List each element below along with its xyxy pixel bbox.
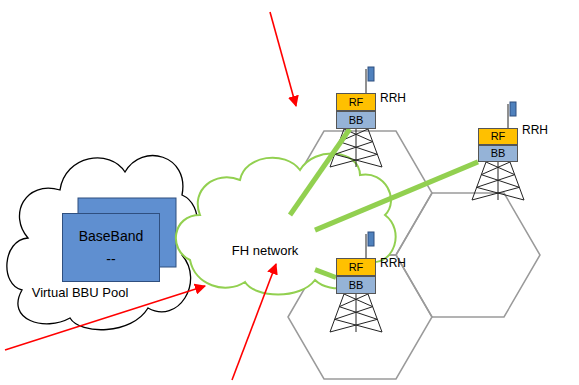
bb-box: BB [478,145,518,162]
fh-cloud [176,154,396,295]
tower-strut [330,294,344,332]
network-cloud: FH network [215,215,315,287]
tower-lattice [330,67,524,332]
cloud-region: Virtual BBU Pool BaseBand -- [10,145,200,315]
node-text: BB [349,279,364,292]
tower-strut [330,154,377,167]
tower-strut [339,142,377,155]
node-text: RF [349,96,364,109]
bb-box: BB [336,276,376,294]
node-text: Virtual BBU Pool [32,286,129,301]
tower-strut [335,319,382,332]
tower-strut [477,187,524,200]
unit-label: RRH [380,92,406,106]
antenna [510,102,516,116]
node-text: RF [349,261,364,274]
node-text: BB [349,114,364,127]
node-text: FH network [232,244,298,259]
tower-strut [368,129,382,167]
baseband-box: BaseBand -- [62,213,160,282]
node-text: RF [491,130,506,143]
tower-strut [335,154,382,167]
tower-strut [344,294,373,307]
bbu-cloud [7,156,198,330]
node-text: -- [106,251,115,267]
tower-strut [330,319,377,332]
tower-strut [339,307,377,320]
tower-strut [368,294,382,332]
unit-label: RRH [380,257,406,271]
node-text: BaseBand [79,228,144,244]
bb-box: BB [336,111,376,129]
antenna [368,67,374,81]
fronthaul-link [315,270,336,278]
fronthaul-link [290,129,350,215]
tower-strut [477,175,515,188]
antenna [368,232,374,246]
rf-box: RF [478,128,518,145]
tower-strut [481,162,510,175]
node-text: BB [491,147,506,160]
tower-strut [335,307,373,320]
rf-box: RF [336,258,376,276]
fronthaul-link [315,162,478,230]
tower-strut [366,234,367,258]
tower-strut [339,294,368,307]
tower-strut [472,162,486,200]
tower-strut [481,175,519,188]
red-arrows [5,12,296,380]
unit-label: RRH [522,124,548,138]
tower-strut [510,162,524,200]
tower-strut [472,187,519,200]
rf-box: RF [336,93,376,111]
tower-strut [508,104,509,128]
tower-strut [486,162,515,175]
tower-strut [366,69,367,93]
